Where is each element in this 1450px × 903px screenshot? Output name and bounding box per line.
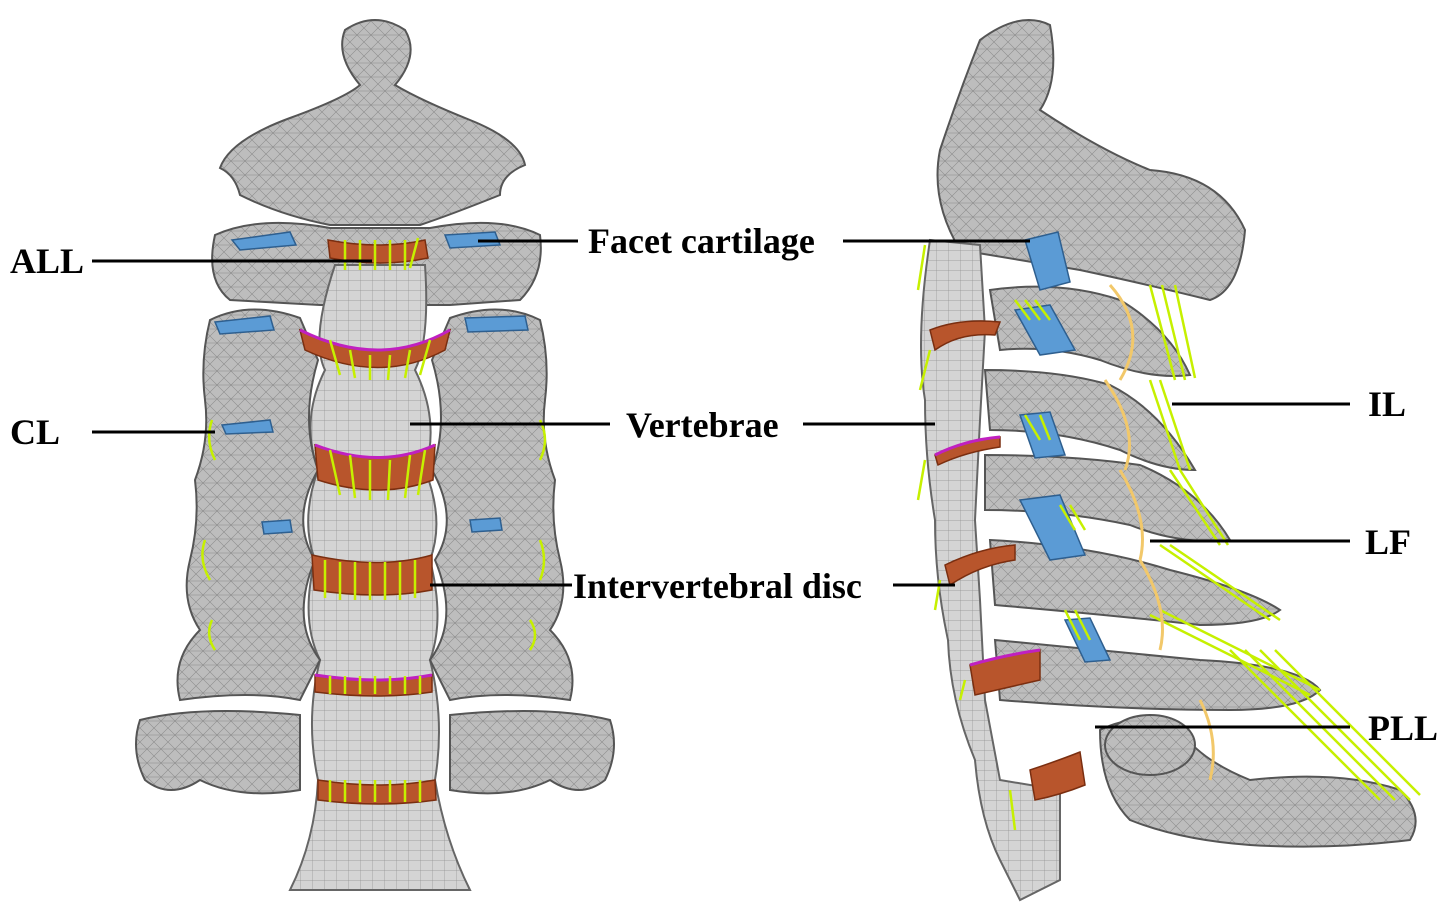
c7-transverse-right (450, 711, 614, 793)
lateral-view (918, 20, 1420, 900)
occipital-lateral (938, 20, 1246, 300)
label-intervertebral-disc: Intervertebral disc (573, 566, 862, 606)
spinous-c5 (990, 540, 1280, 625)
label-lf: LF (1365, 522, 1411, 562)
label-cl: CL (10, 412, 60, 452)
label-all: ALL (10, 241, 84, 281)
label-pll: PLL (1368, 708, 1438, 748)
label-il: IL (1368, 384, 1406, 424)
anterior-view (136, 20, 614, 890)
lateral-masses-right (430, 309, 573, 700)
c7-transverse-left (136, 711, 300, 793)
label-facet-cartilage: Facet cartilage (588, 221, 815, 261)
occipital-bone (220, 20, 525, 225)
label-vertebrae: Vertebrae (626, 405, 779, 445)
lateral-masses-left (178, 309, 321, 700)
c7-facet-lateral (1105, 715, 1195, 775)
spinous-c2 (990, 287, 1190, 376)
